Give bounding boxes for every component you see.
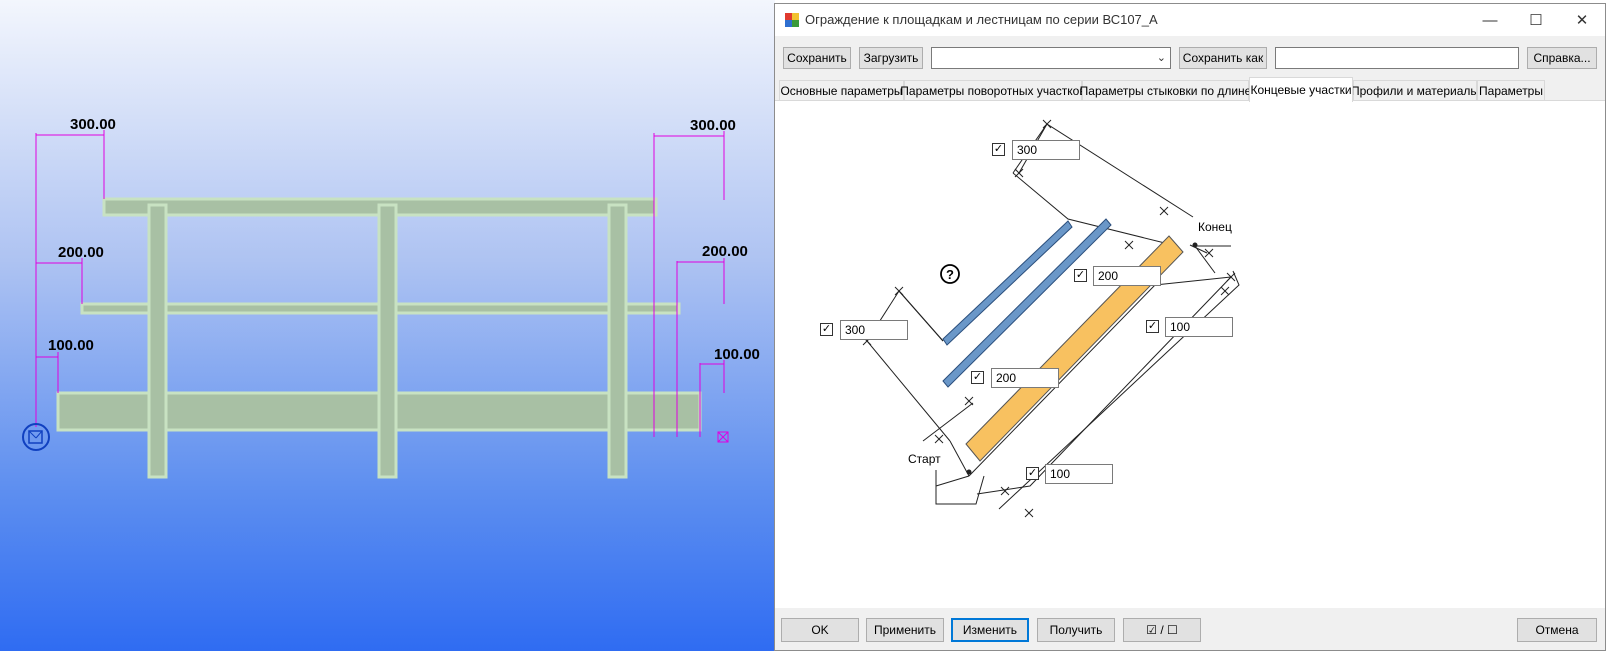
save-button[interactable]: Сохранить: [783, 47, 851, 69]
load-button[interactable]: Загрузить: [859, 47, 923, 69]
maximize-icon[interactable]: ☐: [1529, 12, 1543, 29]
top-300-checkbox[interactable]: ✓: [992, 143, 1005, 156]
dialog-footer: OK Применить Изменить Получить ☑ / ☐ Отм…: [775, 608, 1605, 650]
chevron-down-icon: ⌄: [1156, 52, 1166, 64]
title-bar[interactable]: Ограждение к площадкам и лестницам по се…: [775, 4, 1605, 36]
tab-params[interactable]: Параметры: [1477, 80, 1545, 100]
start-marker-icon: [22, 423, 50, 451]
mid-200-bottom-input[interactable]: 200: [991, 368, 1059, 388]
tab-strip: Основные параметры Параметры поворотных …: [775, 74, 1605, 102]
preset-select[interactable]: ⌄: [931, 47, 1171, 69]
end-sections-diagram: ?: [862, 119, 1240, 518]
app-icon: [785, 13, 799, 27]
window-title: Ограждение к площадкам и лестницам по се…: [805, 12, 1158, 27]
svg-text:?: ?: [946, 267, 954, 282]
toe-board-orange: [965, 235, 1184, 462]
tab-turn-params[interactable]: Параметры поворотных участков: [900, 80, 1086, 100]
dim-left-mid: 200.00: [58, 244, 104, 261]
save-as-button[interactable]: Сохранить как: [1179, 47, 1267, 69]
mid-200-bottom-checkbox[interactable]: ✓: [971, 371, 984, 384]
end-marker-icon: [717, 431, 729, 443]
tab-profiles-materials[interactable]: Профили и материалы: [1351, 80, 1479, 100]
rail-blue-2: [942, 218, 1112, 388]
dim-right-bottom: 100.00: [714, 346, 760, 363]
tab-end-sections[interactable]: Концевые участки: [1249, 77, 1353, 102]
dim-left-top: 300.00: [70, 116, 116, 133]
railing-dialog: Ограждение к площадкам и лестницам по се…: [774, 3, 1606, 651]
minimize-icon[interactable]: —: [1482, 11, 1498, 29]
railing-elevation-drawing: 300.00 200.00 100.00 300.00 200.00 100.0…: [22, 116, 760, 479]
toolbar: Сохранить Загрузить ⌄ Сохранить как Спра…: [775, 36, 1605, 74]
post-1: [147, 203, 168, 479]
model-viewport[interactable]: 300.00 200.00 100.00 300.00 200.00 100.0…: [0, 0, 775, 651]
save-as-name-input[interactable]: [1275, 47, 1519, 69]
apply-button[interactable]: Применить: [866, 618, 944, 642]
left-300-input[interactable]: 300: [840, 320, 908, 340]
mid-200-top-checkbox[interactable]: ✓: [1074, 269, 1087, 282]
get-button[interactable]: Получить: [1037, 618, 1115, 642]
post-2: [377, 203, 398, 479]
tab-joint-params[interactable]: Параметры стыковки по длине: [1080, 80, 1251, 100]
cancel-button[interactable]: Отмена: [1517, 618, 1597, 642]
help-button[interactable]: Справка...: [1527, 47, 1597, 69]
start-label: Старт: [908, 452, 941, 466]
end-label: Конец: [1198, 220, 1232, 234]
help-icon: [940, 264, 960, 284]
dim-left-bottom: 100.00: [48, 337, 94, 354]
right-100-checkbox[interactable]: ✓: [1146, 320, 1159, 333]
post-3: [607, 203, 628, 479]
bottom-100-checkbox[interactable]: ✓: [1026, 467, 1039, 480]
dim-right-mid: 200.00: [702, 243, 748, 260]
dim-right-top: 300.00: [690, 117, 736, 134]
rail-blue-1: [942, 220, 1073, 346]
ok-button[interactable]: OK: [781, 618, 859, 642]
left-300-checkbox[interactable]: ✓: [820, 323, 833, 336]
bottom-100-input[interactable]: 100: [1045, 464, 1113, 484]
top-300-input[interactable]: 300: [1012, 140, 1080, 160]
mid-200-top-input[interactable]: 200: [1093, 266, 1161, 286]
end-sections-panel: ? Конец Старт ✓ 300 ✓ 300 ✓ 200 ✓ 200 ✓ …: [775, 100, 1605, 609]
tab-main-params[interactable]: Основные параметры: [779, 80, 904, 100]
modify-button[interactable]: Изменить: [951, 618, 1029, 642]
toggle-checks-button[interactable]: ☑ / ☐: [1123, 618, 1201, 642]
right-100-input[interactable]: 100: [1165, 317, 1233, 337]
close-icon[interactable]: ✕: [1575, 12, 1589, 29]
